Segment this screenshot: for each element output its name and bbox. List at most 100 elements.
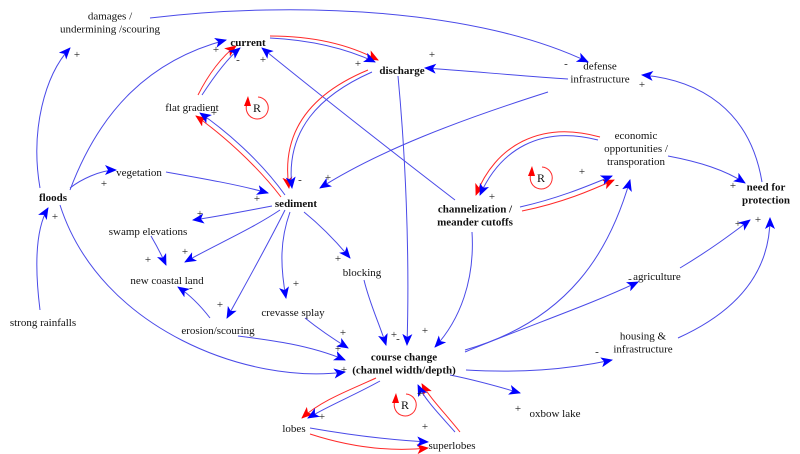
node-label: protection bbox=[742, 195, 790, 207]
causal-arrow bbox=[397, 75, 413, 346]
polarity-label: + bbox=[735, 218, 741, 230]
causal-arrow bbox=[69, 165, 117, 189]
node-label: opportunities / bbox=[604, 143, 669, 155]
causal-arrow bbox=[237, 335, 346, 361]
node-label: need for bbox=[747, 182, 786, 194]
node-oxbow[interactable]: oxbow lake bbox=[529, 408, 580, 420]
link-vegetation-to-sediment: + bbox=[165, 171, 269, 205]
link-defense-to-discharge: + bbox=[424, 49, 569, 80]
loop-arc-icon bbox=[393, 393, 417, 417]
polarity-label: + bbox=[325, 172, 331, 184]
causal-arrow bbox=[667, 155, 746, 184]
loop-arc-icon bbox=[529, 166, 553, 190]
polarity-label: + bbox=[355, 58, 361, 70]
node-label: crevasse splay bbox=[261, 307, 325, 319]
node-swamp[interactable]: swamp elevations bbox=[109, 226, 188, 238]
node-label: discharge bbox=[379, 65, 424, 77]
causal-arrow bbox=[303, 211, 351, 259]
loop-type-label: R bbox=[253, 101, 261, 115]
node-floods[interactable]: floods bbox=[39, 192, 68, 204]
node-blocking[interactable]: blocking bbox=[343, 267, 382, 279]
node-channelization[interactable]: channelization /meander cutoffs bbox=[437, 204, 514, 229]
polarity-label: + bbox=[579, 166, 585, 178]
link-floods-to-vegetation: + bbox=[69, 165, 117, 190]
link-course-to-oxbow: + bbox=[449, 374, 521, 415]
polarity-label: + bbox=[52, 211, 58, 223]
causal-arrow bbox=[201, 47, 241, 96]
causal-arrow bbox=[59, 204, 346, 379]
loop-type-label: R bbox=[537, 171, 545, 185]
polarity-label: + bbox=[197, 208, 203, 220]
node-flat-gradient[interactable]: flat gradient bbox=[165, 102, 218, 114]
link-lobes-to-superlobes: + bbox=[309, 421, 429, 454]
polarity-label: + bbox=[213, 44, 219, 56]
causal-arrow bbox=[319, 91, 549, 189]
polarity-label: + bbox=[260, 54, 266, 66]
link-course-to-housing: - bbox=[465, 346, 613, 372]
polarity-label: + bbox=[182, 246, 188, 258]
link-channelization-to-course: + bbox=[422, 231, 473, 348]
link-discharge-to-sediment: - bbox=[282, 69, 373, 189]
link-channelization-to-economic: + bbox=[519, 166, 615, 212]
causal-arrow bbox=[304, 317, 349, 349]
polarity-label: - bbox=[564, 58, 568, 70]
node-label: meander cutoffs bbox=[437, 217, 514, 229]
polarity-label: + bbox=[340, 327, 346, 339]
link-housing-to-need: + bbox=[677, 214, 775, 339]
link-floods-to-current: + bbox=[69, 37, 227, 191]
link-course-to-lobes: + bbox=[301, 377, 381, 423]
causal-arrow bbox=[36, 207, 49, 311]
link-defense-to-sediment: + bbox=[319, 91, 549, 189]
link-economic-to-channelization: + bbox=[475, 131, 601, 203]
polarity-label: + bbox=[211, 107, 217, 119]
link-current-to-discharge: + bbox=[269, 35, 379, 70]
node-crevasse[interactable]: crevasse splay bbox=[261, 307, 325, 319]
node-superlobes[interactable]: superlobes bbox=[428, 440, 475, 452]
loop-type-label: R bbox=[401, 398, 409, 412]
causal-arrow bbox=[434, 231, 473, 348]
causal-arrow bbox=[177, 286, 211, 319]
causal-arrow bbox=[36, 47, 71, 189]
node-label: infrastructure bbox=[570, 74, 629, 86]
node-course[interactable]: course change(channel width/depth) bbox=[352, 352, 456, 377]
polarity-label: - bbox=[396, 333, 400, 345]
node-erosion[interactable]: erosion/scouring bbox=[181, 325, 255, 337]
link-erosion-to-course: + bbox=[237, 335, 346, 361]
causal-arrow bbox=[184, 209, 281, 263]
node-housing[interactable]: housing &infrastructure bbox=[613, 331, 672, 356]
polarity-label: + bbox=[755, 214, 761, 226]
loops-layer: R R R bbox=[244, 96, 553, 417]
link-sediment-to-crevasse: + bbox=[279, 211, 299, 299]
link-flat_gradient-to-current: - bbox=[197, 45, 241, 96]
node-label: flat gradient bbox=[165, 102, 218, 114]
loop-highlight-arrow bbox=[521, 179, 615, 212]
polarity-label: + bbox=[429, 49, 435, 61]
node-label: new coastal land bbox=[130, 275, 204, 287]
node-lobes[interactable]: lobes bbox=[282, 423, 305, 435]
causal-arrow bbox=[165, 171, 269, 195]
loop-highlight-arrow bbox=[195, 115, 282, 198]
node-sediment[interactable]: sediment bbox=[275, 198, 318, 210]
node-damages[interactable]: damages /undermining /scouring bbox=[60, 11, 160, 36]
node-coastal[interactable]: new coastal land bbox=[130, 275, 204, 287]
node-vegetation[interactable]: vegetation bbox=[116, 167, 162, 179]
polarity-label: + bbox=[335, 343, 341, 355]
loop-highlight-arrow bbox=[475, 131, 601, 196]
link-floods-to-course: + bbox=[59, 204, 347, 379]
polarity-label: + bbox=[730, 180, 736, 192]
link-sediment-to-blocking: + bbox=[303, 211, 351, 265]
causal-arrow bbox=[150, 235, 167, 266]
nodes-layer: damages /undermining /scouring current dis… bbox=[10, 11, 790, 453]
node-discharge[interactable]: discharge bbox=[379, 65, 424, 77]
node-label: housing & bbox=[620, 331, 667, 343]
causal-arrow bbox=[226, 209, 286, 319]
polarity-label: - bbox=[298, 174, 302, 186]
polarity-label: + bbox=[422, 325, 428, 337]
node-agriculture[interactable]: agriculture bbox=[633, 271, 681, 283]
node-current[interactable]: current bbox=[230, 37, 266, 49]
node-rainfalls[interactable]: strong rainfalls bbox=[10, 317, 76, 329]
